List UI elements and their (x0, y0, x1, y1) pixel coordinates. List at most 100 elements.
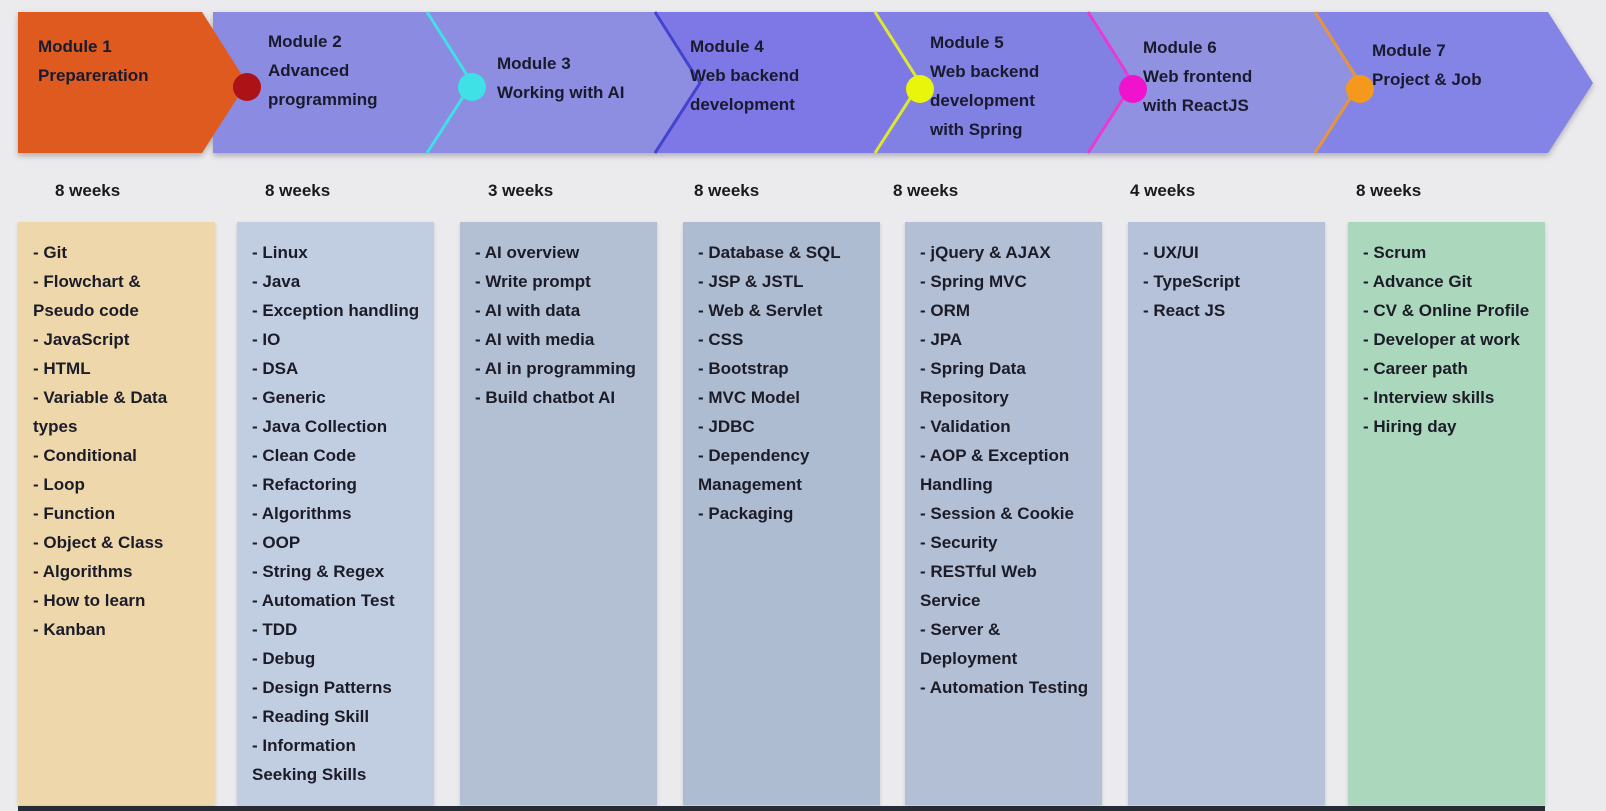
module-4-arrow (655, 12, 920, 153)
module-name: Module 6 (1143, 38, 1217, 57)
topic-item: - AI with data (475, 301, 581, 320)
topic-item: - Object & Class (33, 533, 164, 552)
module-6-duration: 4 weeks (1130, 181, 1196, 200)
module-4-topic-column: - Database & SQL- JSP & JSTL- Web & Serv… (683, 222, 880, 805)
topic-item: - Bootstrap (698, 359, 789, 378)
topic-item: - Automation Testing (920, 678, 1089, 697)
module-name: Module 4 (690, 37, 764, 56)
topic-item: - Loop (33, 475, 85, 494)
topic-item: - Git (33, 243, 67, 262)
module-title-line: with Spring (930, 120, 1023, 139)
topic-item: - Security (920, 533, 998, 552)
topic-item: - JDBC (698, 417, 755, 436)
topic-item: - Reading Skill (252, 707, 370, 726)
topic-item: - Function (33, 504, 116, 523)
module-7-duration: 8 weeks (1356, 181, 1422, 200)
topic-item: - JavaScript (33, 330, 130, 349)
milestone-dot-module4 (906, 75, 934, 103)
topic-item: - Server & Deployment (920, 620, 1018, 668)
topic-item: - CSS (698, 330, 744, 349)
module-2-duration: 8 weeks (265, 181, 331, 200)
topic-item: - HTML (33, 359, 91, 378)
topic-item: - OOP (252, 533, 301, 552)
module-title-line: Working with AI (497, 83, 625, 102)
topic-item: - jQuery & AJAX (920, 243, 1051, 262)
topic-item: - Automation Test (252, 591, 395, 610)
module-5-arrow (875, 12, 1133, 153)
module-5-topic-column: - jQuery & AJAX - Spring MVC - ORM - JPA - S… (905, 222, 1102, 805)
topic-item: - Clean Code (252, 446, 356, 465)
topic-item: - Spring Data Repository (920, 359, 1026, 407)
module-1-topic-column: - Git- Flowchart & Pseudo code- JavaScri… (18, 222, 215, 805)
module-2-topic-column: - Linux- Java- Exception handling- IO- D… (237, 222, 434, 805)
topic-item: - Algorithms (33, 562, 133, 581)
module-3-duration: 3 weeks (488, 181, 554, 200)
module-3-label: Module 3 Working with AI (497, 49, 625, 107)
topic-item: - Write prompt (475, 272, 591, 291)
module-7-label: Module 7 Project & Job (1372, 36, 1482, 94)
topic-item: - JSP & JSTL (698, 272, 804, 291)
module-name: Module 3 (497, 54, 571, 73)
topic-item: - Debug (252, 649, 316, 668)
topic-item: - Java Collection (252, 417, 388, 436)
module-1-arrow (18, 12, 247, 153)
topic-item: - Database & SQL (698, 243, 841, 262)
topic-item: - AI with media (475, 330, 595, 349)
topic-item: - Refactoring (252, 475, 357, 494)
topic-item: - AI in programming (475, 359, 636, 378)
topic-item: - Information Seeking Skills (252, 736, 367, 784)
topic-item: - ORM (920, 301, 971, 320)
topic-item: - Developer at work (1363, 330, 1520, 349)
topic-item: - Validation (920, 417, 1011, 436)
module-7-arrow (1315, 12, 1593, 153)
module-title-line: Web backend (690, 66, 800, 85)
module-title-line: Project & Job (1372, 70, 1482, 89)
topic-item: - Career path (1363, 359, 1468, 378)
topic-item: - Session & Cookie (920, 504, 1074, 523)
topic-item: - String & Regex (252, 562, 385, 581)
topic-item: - UX/UI (1143, 243, 1199, 262)
topic-item: - Scrum (1363, 243, 1427, 262)
topic-item: - Generic (252, 388, 326, 407)
topic-item: - TDD (252, 620, 298, 639)
module-name: Module 1 (38, 37, 112, 56)
topic-item: - Build chatbot AI (475, 388, 616, 407)
topic-item: - MVC Model (698, 388, 800, 407)
topic-item: - Algorithms (252, 504, 352, 523)
module-title-line: Prepareration (38, 66, 149, 85)
topic-item: - Variable & Data types (33, 388, 168, 436)
topic-item: - Kanban (33, 620, 106, 639)
topic-item: - Spring MVC (920, 272, 1027, 291)
module-title-line: with ReactJS (1143, 96, 1249, 115)
module-3-arrow (427, 12, 700, 153)
topic-item: - Advance Git (1363, 272, 1472, 291)
topic-item: - Hiring day (1363, 417, 1457, 436)
module-2-arrow (213, 12, 472, 153)
topic-item: - Exception handling (252, 301, 420, 320)
milestone-dot-module1 (233, 73, 261, 101)
topic-item: - AI overview (475, 243, 580, 262)
topic-item: - React JS (1143, 301, 1226, 320)
topic-item: - JPA (920, 330, 963, 349)
topic-item: - IO (252, 330, 281, 349)
topic-item: - Linux (252, 243, 308, 262)
module-title-line: Advanced (268, 61, 350, 80)
module-name: Module 2 (268, 32, 342, 51)
milestone-dot-module2 (458, 73, 486, 101)
module-1-duration: 8 weeks (55, 181, 121, 200)
module-3-topic-column: - AI overview - Write prompt - AI with dat… (460, 222, 657, 805)
topic-item: - Design Patterns (252, 678, 392, 697)
module-name: Module 7 (1372, 41, 1446, 60)
milestone-dot-module6 (1346, 75, 1374, 103)
topic-item: - TypeScript (1143, 272, 1240, 291)
module-6-topic-column: - UX/UI - TypeScript - React JS (1128, 222, 1325, 805)
module-title-line: Web backend (930, 62, 1040, 81)
topic-item: - AOP & Exception Handling (920, 446, 1070, 494)
module-arrow-banner (18, 11, 1593, 154)
topic-item: - DSA (252, 359, 299, 378)
